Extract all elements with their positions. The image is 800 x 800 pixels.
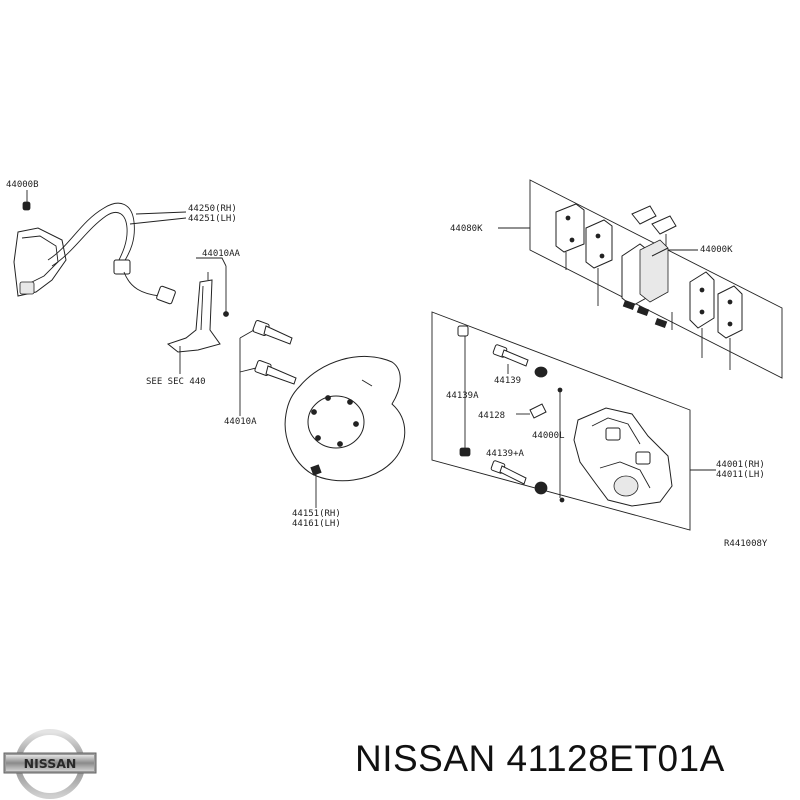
part-number-title: NISSAN 41128ET01A (355, 738, 725, 779)
mounting-bolts (239, 320, 297, 416)
label-44139-plus-a: 44139+A (486, 449, 525, 459)
nissan-logo: NISSAN (3, 729, 97, 799)
mounting-bracket (166, 257, 229, 374)
label-44139: 44139 (494, 376, 521, 386)
label-44251-lh: 44251(LH) (188, 214, 237, 224)
label-44000k: 44000K (700, 245, 733, 255)
reference-code: R441008Y (724, 539, 768, 549)
brake-dust-shield (284, 355, 406, 508)
label-44161-lh: 44161(LH) (292, 519, 341, 529)
caliper-frame (431, 311, 716, 531)
label-44128: 44128 (478, 411, 505, 421)
label-44000l: 44000L (532, 431, 565, 441)
label-44080k: 44080K (450, 224, 483, 234)
label-44011-lh: 44011(LH) (716, 470, 765, 480)
label-44151-rh: 44151(RH) (292, 509, 341, 519)
brake-pads (555, 203, 743, 370)
logo-text: NISSAN (24, 756, 77, 771)
label-44139a: 44139A (446, 391, 479, 401)
label-see-sec-440: SEE SEC 440 (146, 377, 206, 387)
pad-kit-frame (498, 179, 783, 379)
label-44010a: 44010A (224, 417, 257, 427)
brake-hose-assembly (13, 190, 187, 305)
label-44000b: 44000B (6, 180, 39, 190)
caliper-parts (457, 325, 673, 507)
label-44250-rh: 44250(RH) (188, 204, 237, 214)
label-44010aa: 44010AA (202, 249, 241, 259)
label-44001-rh: 44001(RH) (716, 460, 765, 470)
